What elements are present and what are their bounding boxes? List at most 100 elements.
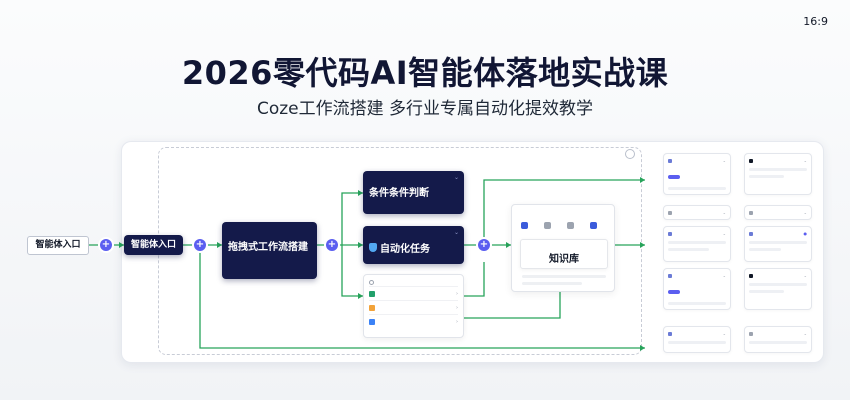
add-node-icon[interactable]: + xyxy=(194,239,206,251)
app-icon xyxy=(749,210,753,215)
chevron-down-icon[interactable]: ⌄ xyxy=(722,231,726,236)
card-header: ⌄ xyxy=(668,230,726,237)
list-icon[interactable] xyxy=(567,222,574,229)
gear-icon[interactable] xyxy=(544,222,551,229)
automation-node[interactable]: ⌄ 自动化任务 xyxy=(363,226,464,264)
drag-workflow-node[interactable]: 拖拽式工作流搭建 xyxy=(222,222,317,279)
node-line xyxy=(228,277,311,283)
chevron-down-icon[interactable]: ⌄ xyxy=(722,273,726,278)
chevron-down-icon[interactable]: ⌄ xyxy=(722,210,726,215)
chevron-down-icon[interactable]: ⌄ xyxy=(803,273,807,278)
list-item[interactable]: › xyxy=(369,286,458,300)
app-icon xyxy=(749,158,753,163)
group-handle-icon[interactable] xyxy=(625,149,635,159)
chevron-down-icon[interactable]: ⌄ xyxy=(803,158,807,163)
chevron-right-icon: › xyxy=(456,304,458,311)
card-header: ⌄ xyxy=(668,209,726,216)
status-badge xyxy=(668,175,680,179)
card-header: ⌄ xyxy=(668,272,726,279)
app-icon xyxy=(668,273,672,278)
item-icon xyxy=(369,290,375,297)
node-caption xyxy=(228,226,311,232)
app-icon xyxy=(749,331,753,336)
card-header: ⌄ xyxy=(749,330,807,337)
app-card[interactable]: ⌄ xyxy=(663,226,731,262)
placeholder-line xyxy=(668,187,726,190)
agent-entry-node[interactable]: 智能体入口 xyxy=(124,235,183,255)
chevron-down-icon[interactable]: ⌄ xyxy=(453,174,459,181)
document-icon[interactable] xyxy=(521,222,528,229)
node-title-row: 自动化任务 xyxy=(369,240,458,255)
app-icon xyxy=(668,158,672,163)
shield-icon xyxy=(369,243,377,252)
card-header: ⌄ xyxy=(749,157,807,164)
app-card[interactable]: ⌄ xyxy=(744,153,812,195)
app-icon xyxy=(668,210,672,215)
entry-node[interactable]: 智能体入口 xyxy=(27,236,89,255)
chevron-down-icon[interactable]: ⌄ xyxy=(722,158,726,163)
chevron-right-icon: › xyxy=(456,318,458,325)
kb-toolbar xyxy=(517,222,609,229)
card-header: ⌄ xyxy=(749,272,807,279)
placeholder-line xyxy=(668,241,726,244)
placeholder-line xyxy=(668,341,726,344)
chevron-down-icon[interactable]: ⌄ xyxy=(803,331,807,336)
knowledge-base-node[interactable]: 知识库 xyxy=(511,204,615,292)
card-header: ⌄ xyxy=(749,209,807,216)
toggle-icon[interactable]: ● xyxy=(803,231,808,236)
app-card[interactable]: ⌄ xyxy=(744,205,812,220)
app-card[interactable]: ⌄ xyxy=(744,268,812,310)
kb-card[interactable]: 知识库 xyxy=(520,239,608,269)
connector-branch-list xyxy=(341,245,363,297)
aspect-ratio-label: 16:9 xyxy=(803,15,828,28)
app-card[interactable]: ⌄ xyxy=(663,326,731,353)
status-badge xyxy=(668,290,680,294)
app-card[interactable]: ● xyxy=(744,226,812,262)
add-node-icon[interactable]: + xyxy=(100,239,112,251)
placeholder-line xyxy=(522,275,606,278)
item-icon xyxy=(369,318,375,325)
app-card[interactable]: ⌄ xyxy=(663,268,731,310)
placeholder-line xyxy=(749,241,807,244)
chevron-down-icon[interactable]: ⌄ xyxy=(803,210,807,215)
card-header: ⌄ xyxy=(668,157,726,164)
task-list-node[interactable]: › › › xyxy=(363,274,464,338)
placeholder-line xyxy=(749,341,807,344)
page-subtitle: Coze工作流搭建 多行业专属自动化提效教学 xyxy=(256,99,594,119)
app-card[interactable]: ⌄ xyxy=(663,153,731,195)
list-item[interactable]: › xyxy=(369,314,458,328)
chevron-down-icon[interactable]: ⌄ xyxy=(453,229,459,236)
chevron-down-icon[interactable]: ⌄ xyxy=(722,331,726,336)
node-title: 条件条件判断 xyxy=(369,188,429,199)
placeholder-line xyxy=(668,302,726,305)
connector-branch-condition xyxy=(341,192,363,245)
chevron-right-icon: › xyxy=(456,290,458,297)
node-header xyxy=(369,278,458,286)
node-header xyxy=(517,209,609,217)
connector-bottom-branch xyxy=(199,245,645,349)
app-icon xyxy=(749,273,753,278)
connector-list-kb xyxy=(464,262,485,297)
node-line xyxy=(228,269,311,275)
card-header: ● xyxy=(749,230,807,237)
placeholder-line xyxy=(522,282,582,285)
add-node-icon[interactable]: + xyxy=(326,239,338,251)
node-caption xyxy=(369,175,458,181)
add-node-icon[interactable]: + xyxy=(478,239,490,251)
node-caption xyxy=(369,230,458,236)
app-icon xyxy=(668,231,672,236)
placeholder-line xyxy=(749,175,784,178)
app-icon xyxy=(749,231,753,236)
list-item[interactable]: › xyxy=(369,300,458,314)
placeholder-line xyxy=(749,168,807,171)
condition-node[interactable]: ⌄ 条件条件判断 xyxy=(363,171,464,214)
placeholder-line xyxy=(749,248,781,251)
app-card[interactable]: ⌄ xyxy=(663,205,731,220)
connector-list-bottom xyxy=(464,292,561,319)
item-icon xyxy=(369,304,375,311)
app-icon xyxy=(668,331,672,336)
placeholder-line xyxy=(749,290,784,293)
user-icon[interactable] xyxy=(590,222,597,229)
app-card[interactable]: ⌄ xyxy=(744,326,812,353)
